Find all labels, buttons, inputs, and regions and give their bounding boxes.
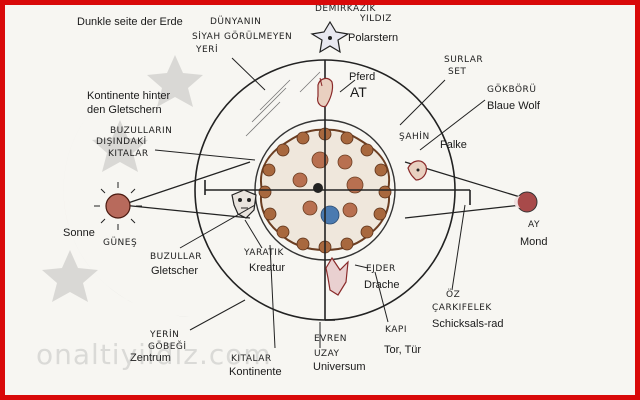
background-emblem <box>42 55 231 317</box>
label-continents-tr: KITALAR <box>231 354 272 364</box>
label-gate-de: Tor, Tür <box>384 344 422 356</box>
label-dark-side-tr-2: SİYAH GÖRÜLMEYEN <box>192 32 293 42</box>
label-creature-tr: YARATIK <box>244 248 284 258</box>
label-wheel-tr-2: ÇARKIFELEK <box>432 303 492 313</box>
creature-icon <box>231 189 257 219</box>
label-outer-continents-tr-3: KITALAR <box>108 149 149 159</box>
label-dark-side-tr-3: YERİ <box>196 45 219 55</box>
label-dark-side-tr-1: DÜNYANIN <box>210 17 262 27</box>
watermark: onaltiyildiz.com <box>36 338 272 371</box>
label-walls-tr-1: SURLAR <box>444 55 484 65</box>
label-polar-star-de: Polarstern <box>348 32 399 44</box>
label-outer-continents-de-2: den Gletschern <box>87 104 162 116</box>
label-gate-tr: KAPI <box>385 325 407 335</box>
leader-lines <box>154 57 486 349</box>
label-moon-de: Mond <box>520 236 548 248</box>
label-dragon-tr: EJDER <box>366 264 396 274</box>
label-horse-de: Pferd <box>349 71 376 83</box>
label-moon-tr: AY <box>528 220 540 230</box>
label-creature-de: Kreatur <box>249 262 286 274</box>
moon-icon <box>514 191 538 213</box>
dark-side-hatching <box>245 71 321 137</box>
sun-icon <box>94 182 142 230</box>
horse-icon <box>317 77 334 108</box>
label-sun-tr: GÜNEŞ <box>103 238 138 248</box>
label-wheel-tr-1: ÖZ <box>446 290 461 300</box>
label-outer-continents-tr-1: BUZULLARIN <box>110 126 173 136</box>
label-horse-tr: AT <box>350 84 367 100</box>
label-wolf-de: Blaue Wolf <box>487 100 540 112</box>
label-center-de: Zentrum <box>130 352 171 364</box>
label-wheel-de: Schicksals-rad <box>432 318 504 330</box>
label-wolf-tr: GÖKBÖRÜ <box>487 85 537 95</box>
label-falcon-tr: ŞAHİN <box>399 132 430 142</box>
label-universe-de: Universum <box>313 361 366 373</box>
falcon-icon <box>407 160 427 181</box>
label-center-tr-2: GÖBEĞİ <box>148 342 187 352</box>
label-polar-star-tr-2: YILDIZ <box>360 14 392 24</box>
label-dark-side-de: Dunkle seite der Erde <box>77 16 183 28</box>
label-universe-tr-2: UZAY <box>314 349 340 359</box>
label-sun-de: Sonne <box>63 227 95 239</box>
label-continents-de: Kontinente <box>229 366 282 378</box>
label-universe-tr-1: EVREN <box>314 334 348 344</box>
label-walls-tr-2: SET <box>448 67 467 77</box>
label-dragon-de: Drache <box>364 279 400 291</box>
label-polar-star-tr-1: DEMİRKAZIK <box>315 4 376 14</box>
label-glacier-tr: BUZULLAR <box>150 252 203 262</box>
label-outer-continents-tr-2: DIŞINDAKİ <box>96 137 147 147</box>
label-falcon-de: Falke <box>440 139 467 151</box>
dragon-icon <box>325 256 349 296</box>
label-center-tr-1: YERİN <box>150 330 180 340</box>
label-glacier-de: Gletscher <box>151 265 199 277</box>
label-outer-continents-de-1: Kontinente hinter <box>87 90 171 102</box>
polar-star-icon <box>310 20 350 54</box>
